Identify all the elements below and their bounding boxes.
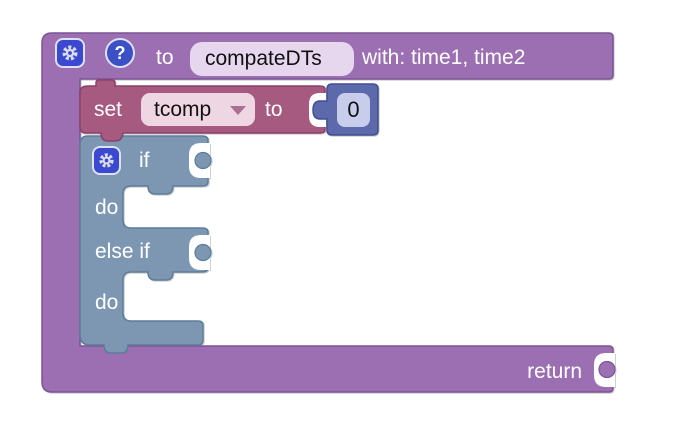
- chevron-down-icon: [230, 106, 246, 115]
- if-mutator-gear-icon[interactable]: [92, 146, 121, 175]
- elseif-label: else if: [95, 240, 150, 263]
- set-to-label: to: [265, 98, 283, 121]
- variable-dropdown-value: tcomp: [154, 98, 212, 121]
- procedure-to-label: to: [156, 46, 174, 69]
- procedure-block-shape[interactable]: [41, 32, 614, 393]
- return-socket-knob: [598, 360, 616, 379]
- controls-if-block-shape[interactable]: [79, 135, 209, 354]
- gear-glyph: [62, 45, 78, 61]
- set-label: set: [94, 98, 123, 121]
- procedure-name-field[interactable]: compateDTs: [190, 42, 354, 76]
- do-label-1: do: [95, 196, 119, 219]
- number-value-field[interactable]: 0: [337, 93, 370, 127]
- elseif-socket-knob: [194, 243, 212, 262]
- gear-glyph: [99, 153, 114, 168]
- return-label: return: [527, 360, 582, 383]
- if-socket-knob: [194, 151, 212, 170]
- do-label-2: do: [95, 291, 119, 314]
- help-icon[interactable]: ?: [105, 38, 135, 68]
- variable-dropdown[interactable]: tcomp: [141, 93, 255, 126]
- if-label: if: [139, 149, 150, 172]
- procedure-params-label: with: time1, time2: [362, 46, 526, 69]
- mutator-gear-icon[interactable]: [55, 38, 85, 68]
